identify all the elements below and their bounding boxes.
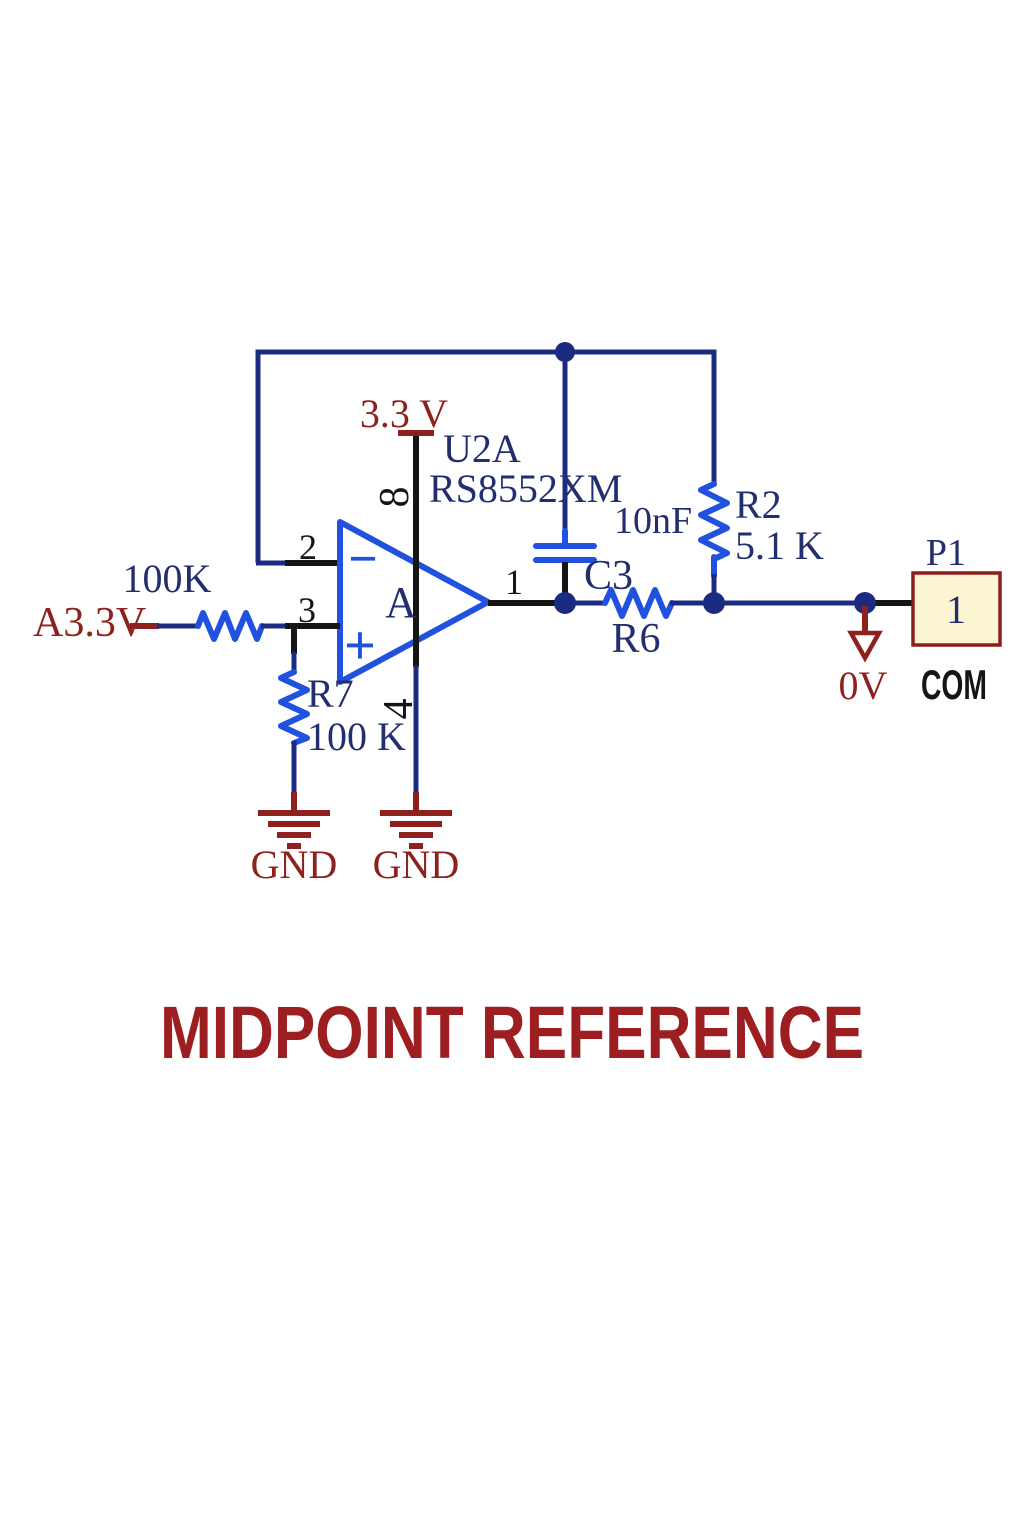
gnd2-label: GND xyxy=(373,842,460,887)
pin8-number: 8 xyxy=(372,487,418,508)
resistor-r7: R7 100 K xyxy=(278,623,406,812)
zero-volt-label: 0V xyxy=(839,663,888,708)
output-net: R6 xyxy=(488,587,914,662)
r2-ref-label: R2 xyxy=(735,482,782,527)
connector-body xyxy=(911,571,1002,647)
gnd-symbol-1: GND xyxy=(251,810,338,887)
gnd-symbol-2: GND xyxy=(373,810,460,887)
connector-pin-number: 1 xyxy=(946,587,966,632)
r7-zigzag xyxy=(278,669,310,746)
junction-dot-output xyxy=(554,592,576,614)
opamp-designator-label: U2A xyxy=(443,426,521,471)
pin2-number: 2 xyxy=(299,527,317,567)
r2-zigzag xyxy=(698,481,730,562)
connector-net-label: COM xyxy=(921,661,987,708)
opamp-section-label: A xyxy=(385,578,417,627)
opamp-plus-label: + xyxy=(344,615,376,677)
r6-zigzag xyxy=(602,587,675,619)
input-resistor-zigzag xyxy=(195,610,265,642)
vcc-label: 3.3 V xyxy=(360,391,448,436)
opamp-minus-label: − xyxy=(348,531,378,588)
gnd1-label: GND xyxy=(251,842,338,887)
feedback-wire xyxy=(255,349,717,563)
vcc-rail: 3.3 V xyxy=(360,391,448,436)
resistor-r2: R2 5.1 K xyxy=(698,481,824,603)
c3-value-label: 10nF xyxy=(614,500,692,542)
pin4-number: 4 xyxy=(376,699,422,720)
pin1-number: 1 xyxy=(505,562,523,602)
zero-volt-arrow xyxy=(847,630,883,663)
connector-p1: P1 1 COM xyxy=(911,532,1002,708)
schematic-title: MIDPOINT REFERENCE xyxy=(160,991,864,1074)
r6-ref-label: R6 xyxy=(611,616,660,662)
opamp-u2a: − + A 2 3 1 8 4 U2A RS8552XM xyxy=(298,426,622,812)
connector-ref-label: P1 xyxy=(926,532,966,574)
input-resistor-value-label: 100K xyxy=(123,556,212,601)
input-net: A3.3V 100K xyxy=(33,556,340,646)
junction-dot-r2 xyxy=(703,592,725,614)
opamp-part-label: RS8552XM xyxy=(429,466,622,511)
r7-value-label: 100 K xyxy=(307,714,406,759)
r7-ref-label: R7 xyxy=(307,671,354,716)
capacitor-c3: C3 10nF xyxy=(533,352,692,600)
analog-rail-label: A3.3V xyxy=(33,600,146,646)
junction-dot-connector xyxy=(854,592,876,614)
r2-value-label: 5.1 K xyxy=(735,523,824,568)
zero-volt-symbol: 0V xyxy=(839,606,888,708)
pin3-number: 3 xyxy=(298,590,316,630)
